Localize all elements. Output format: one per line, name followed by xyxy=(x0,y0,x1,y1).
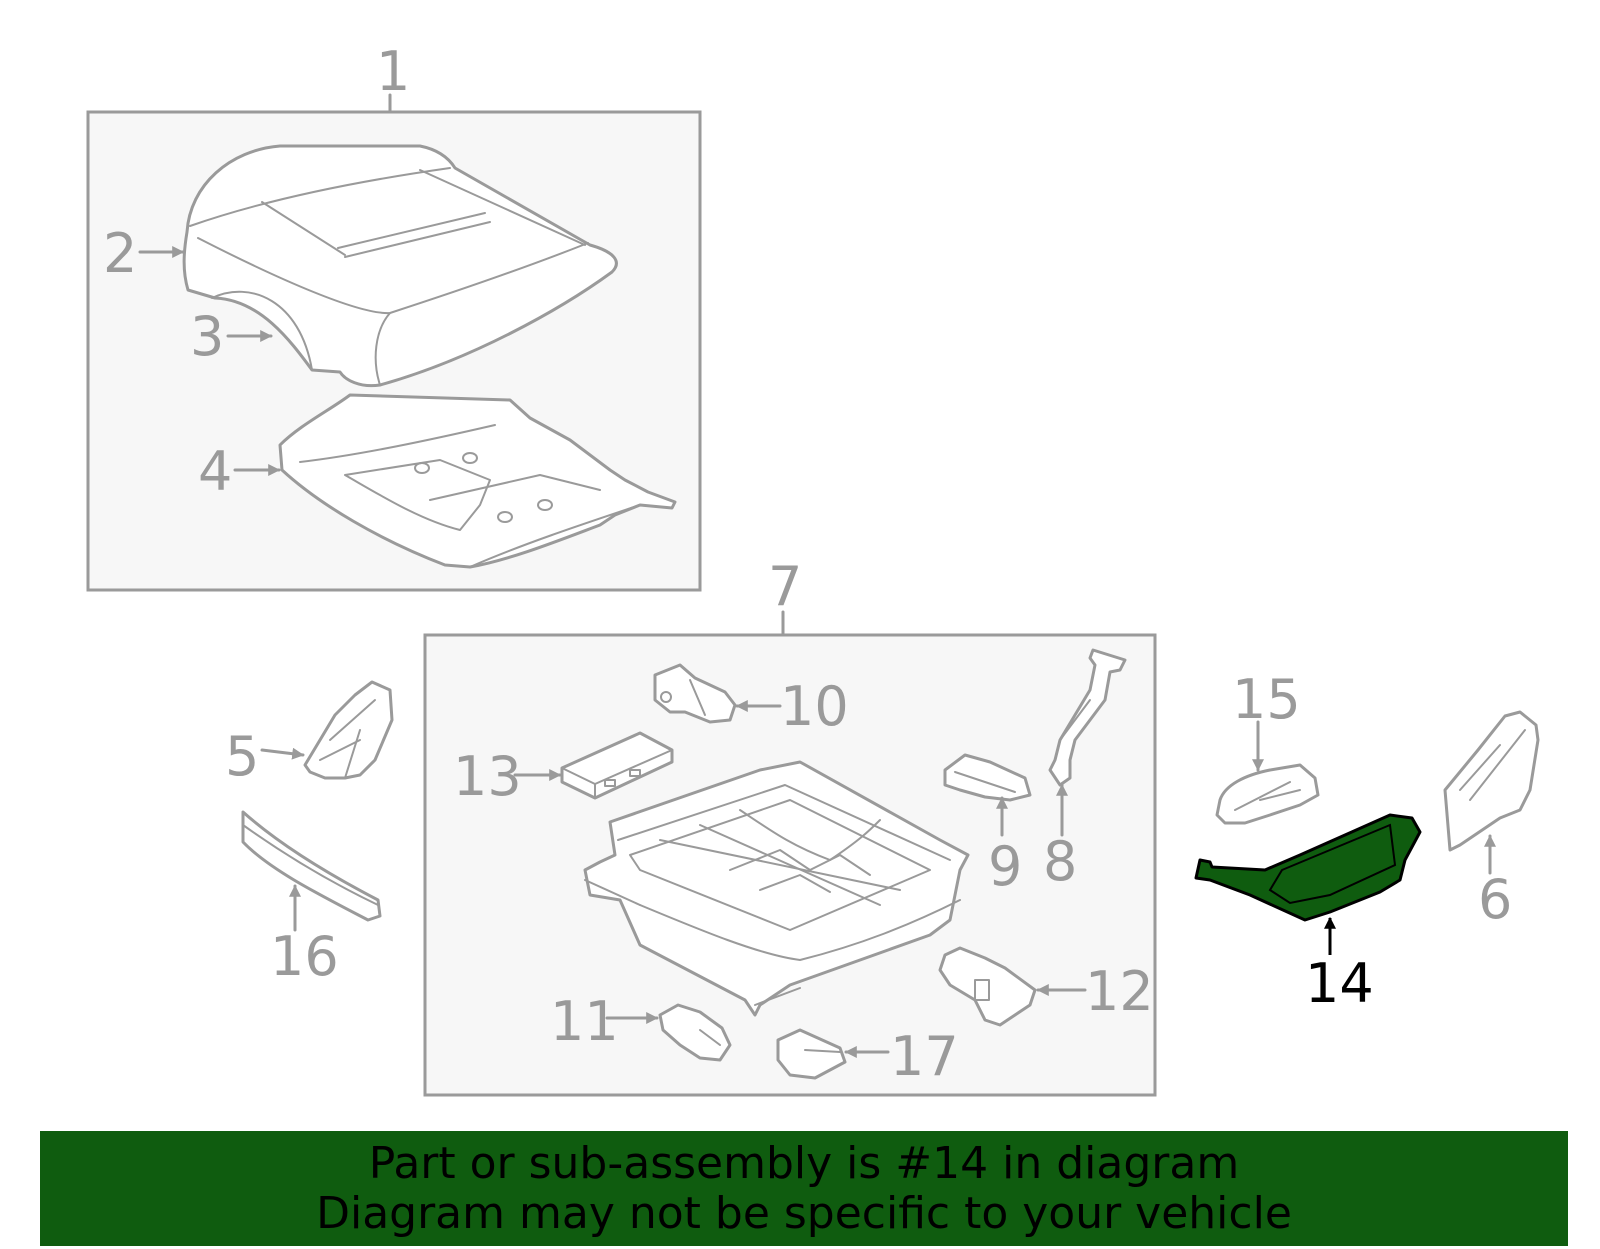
part-15-switch[interactable] xyxy=(1215,763,1320,825)
part-14-cover-highlighted[interactable] xyxy=(1194,813,1422,922)
part-3-cushion-side[interactable] xyxy=(211,290,313,371)
callout-11: 11 xyxy=(550,990,619,1053)
part-7-seat-frame[interactable] xyxy=(583,760,970,1017)
callout-1: 1 xyxy=(376,40,410,103)
callout-13: 13 xyxy=(453,745,522,808)
callout-16: 16 xyxy=(270,925,339,988)
part-11-motor[interactable] xyxy=(658,1003,732,1062)
callout-6: 6 xyxy=(1478,868,1512,931)
part-2-cushion-cover[interactable] xyxy=(182,144,618,388)
part-6-side-trim[interactable] xyxy=(1443,710,1540,852)
part-17-connector[interactable] xyxy=(776,1028,847,1080)
callout-12: 12 xyxy=(1085,960,1154,1023)
callout-2: 2 xyxy=(103,222,137,285)
callout-7: 7 xyxy=(768,555,802,618)
callout-17: 17 xyxy=(890,1025,959,1088)
callout-8: 8 xyxy=(1043,830,1077,893)
part-16-trim-strip[interactable] xyxy=(241,810,382,922)
callout-3: 3 xyxy=(190,305,224,368)
banner-line-1: Part or sub-assembly is #14 in diagram xyxy=(368,1138,1240,1189)
part-10-motor[interactable] xyxy=(653,663,737,724)
part-5-bracket[interactable] xyxy=(303,680,394,780)
part-12-motor[interactable] xyxy=(938,946,1037,1027)
callout-10: 10 xyxy=(780,675,849,738)
part-4-cushion-pan[interactable] xyxy=(278,393,677,569)
part-13-module[interactable] xyxy=(560,731,674,800)
leader-arrows xyxy=(138,246,1496,1058)
callout-9: 9 xyxy=(988,835,1022,898)
callout-15: 15 xyxy=(1232,668,1301,731)
callout-14: 14 xyxy=(1305,952,1374,1015)
info-banner: Part or sub-assembly is #14 in diagram D… xyxy=(40,1131,1568,1246)
part-8-rail[interactable] xyxy=(1048,648,1127,787)
callout-4: 4 xyxy=(198,440,232,503)
part-9-bracket[interactable] xyxy=(943,753,1032,802)
banner-line-2: Diagram may not be specific to your vehi… xyxy=(316,1188,1292,1239)
callout-5: 5 xyxy=(225,725,259,788)
